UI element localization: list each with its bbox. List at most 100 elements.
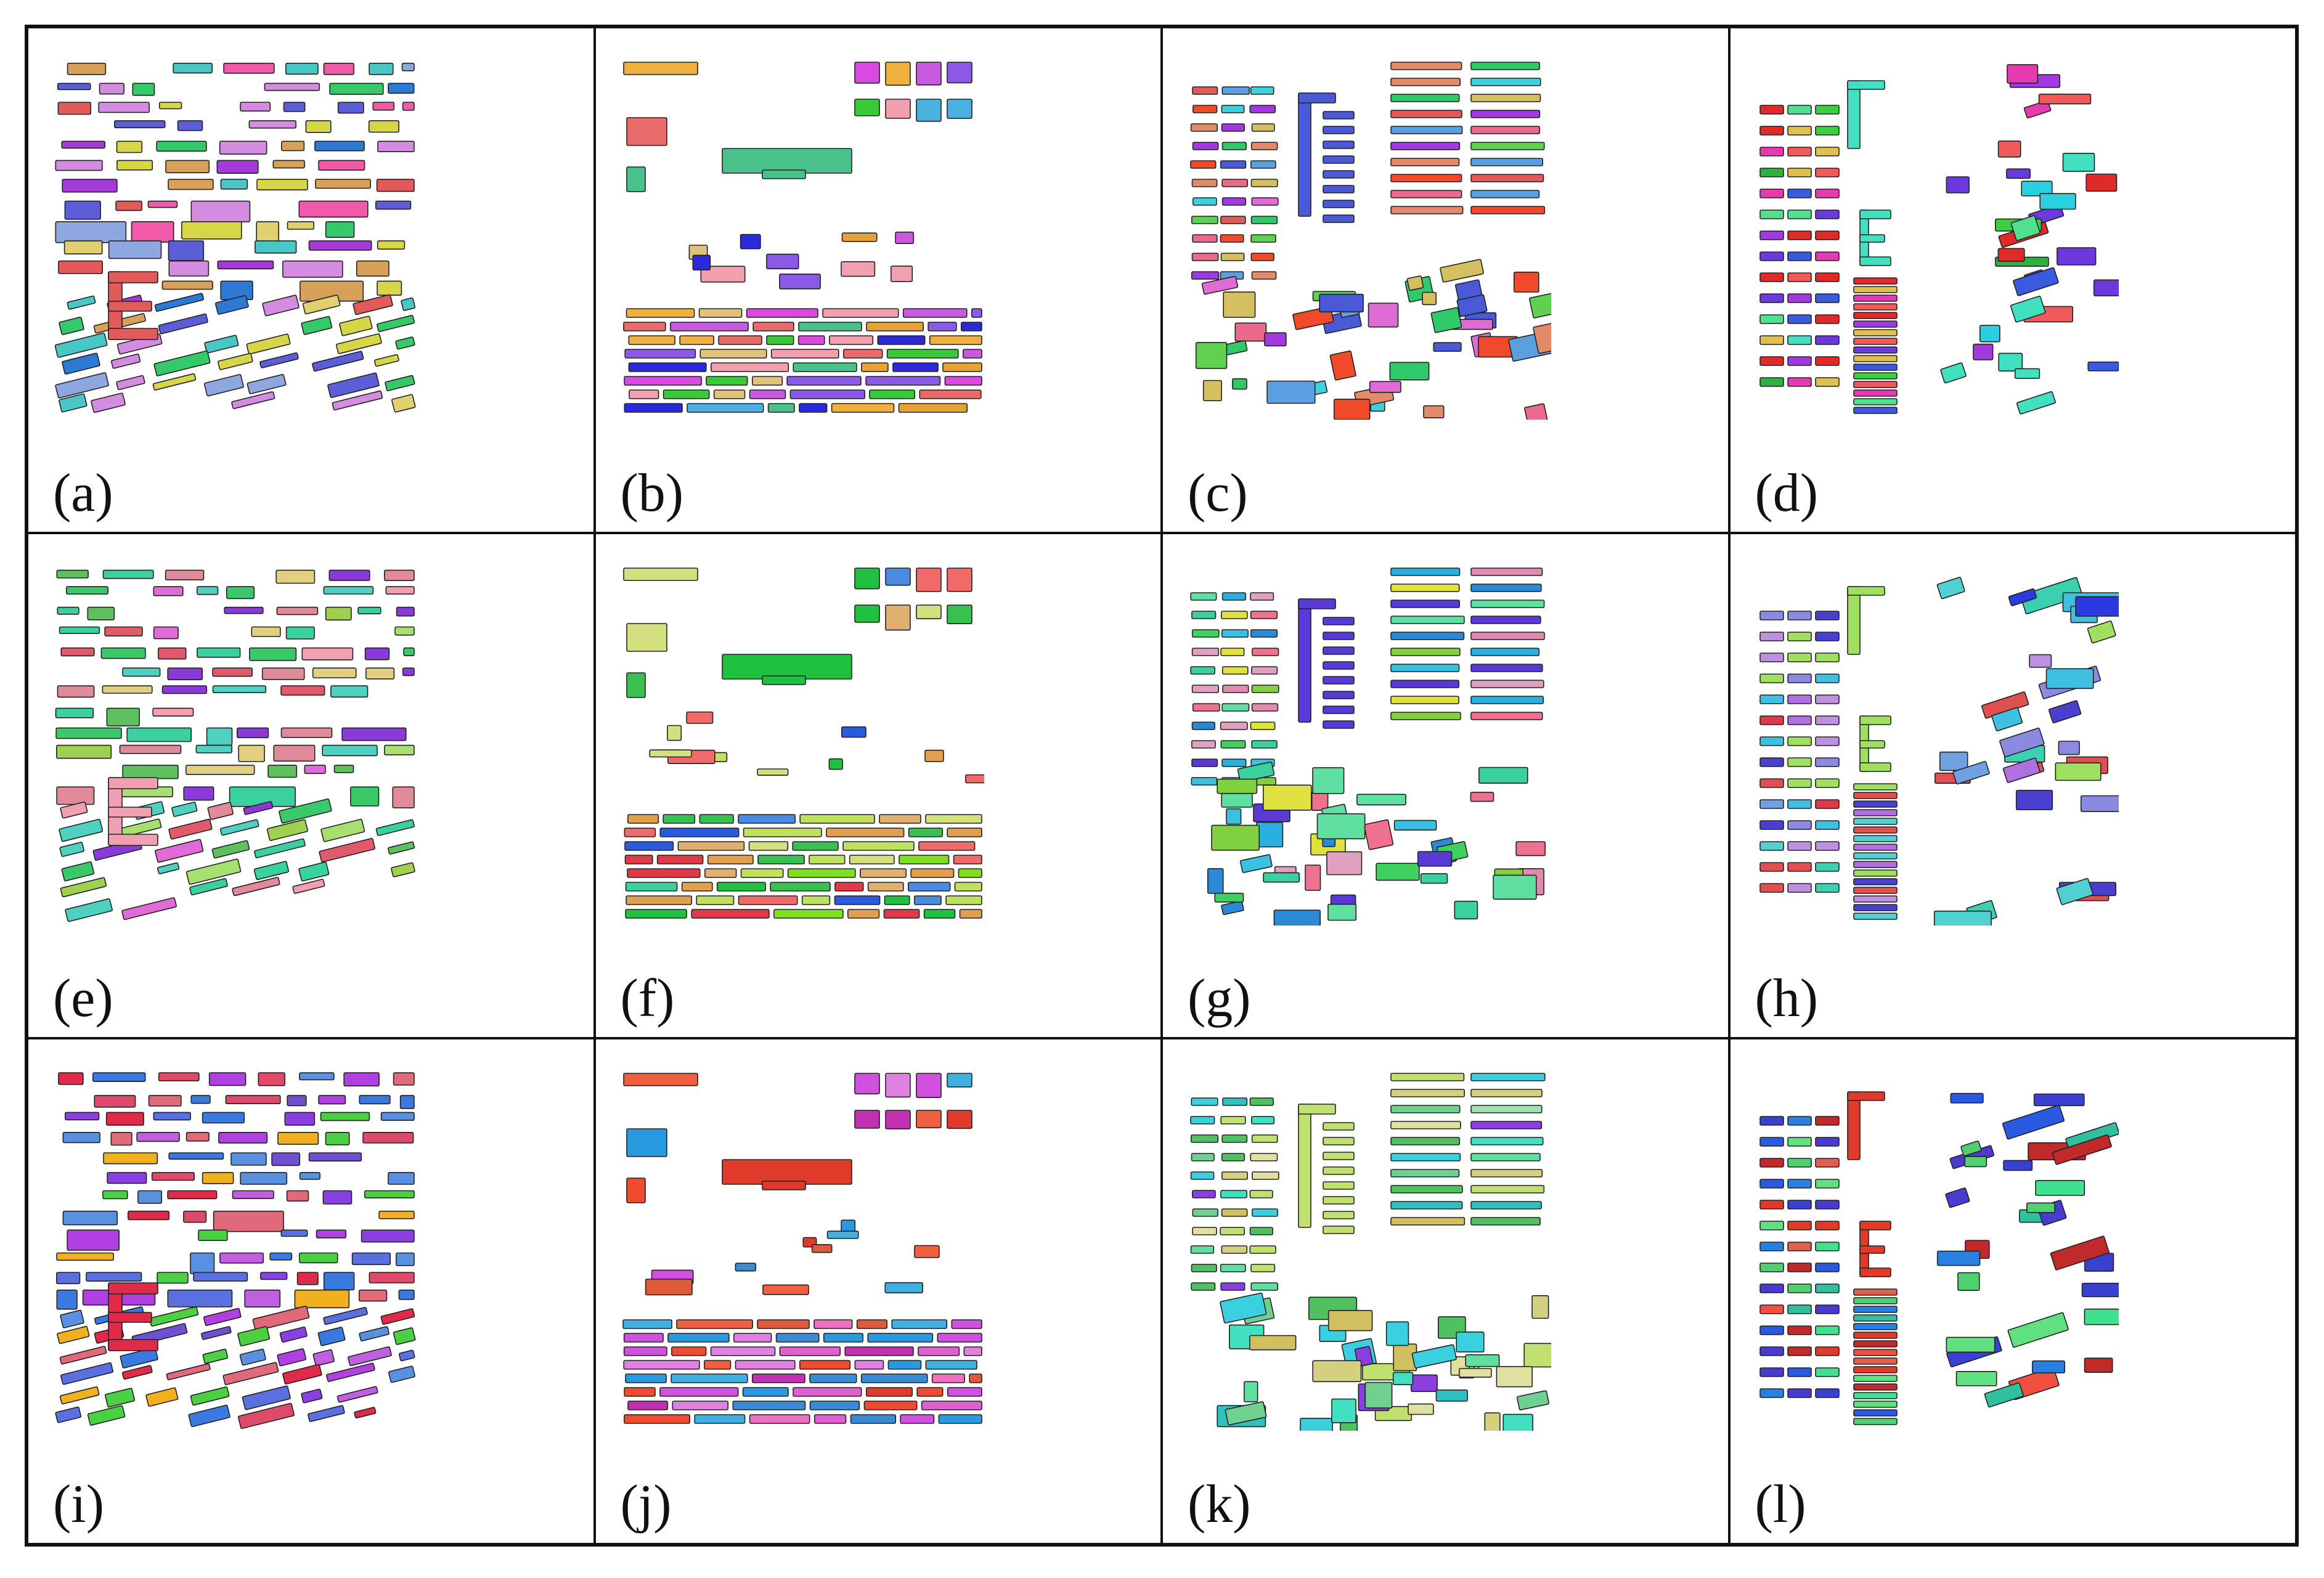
building-footprint [735,1263,756,1272]
building-footprint [1327,1310,1373,1332]
building-footprint [1470,1105,1543,1114]
building-footprint [186,764,255,775]
building-footprint [1406,275,1424,291]
building-footprint [1220,1293,1267,1324]
building-footprint [57,102,91,115]
footprint-svg [622,62,982,413]
building-footprint [232,1190,274,1200]
building-footprint [1814,168,1840,177]
building-footprint [850,1414,896,1425]
building-footprint [856,1319,887,1330]
building-footprint [104,1388,136,1408]
building-footprint [183,1211,207,1223]
building-footprint [1853,355,1898,362]
building-footprint [1853,277,1898,285]
building-footprint [287,1095,307,1107]
building-footprint [197,585,219,595]
building-footprint [1470,791,1494,802]
building-footprint [954,881,982,892]
building-footprint [913,895,942,905]
building-footprint [1192,234,1218,243]
building-footprint [296,1272,319,1285]
building-footprint [663,389,709,399]
building-footprint [626,1128,667,1158]
building-footprint [398,1290,415,1301]
building-footprint [947,1387,982,1397]
building-footprint [700,266,746,283]
panel-label: (h) [1755,969,1819,1029]
building-footprint [2058,740,2080,755]
building-footprint [1759,209,1784,219]
building-footprint [236,727,269,738]
building-footprint [325,221,355,238]
building-footprint [320,818,365,842]
building-footprint [1814,147,1840,157]
footprint-map [1188,56,1551,420]
building-footprint [891,1319,947,1330]
building-footprint [1390,695,1459,704]
building-footprint [1859,234,1885,243]
building-footprint [59,316,84,335]
building-footprint [261,667,305,680]
building-footprint [1787,1242,1812,1252]
building-footprint [1853,1314,1898,1322]
building-footprint [1249,1245,1276,1255]
building-footprint [1759,1388,1784,1399]
building-footprint [1787,1158,1812,1168]
building-footprint [1814,736,1840,746]
building-footprint [865,322,924,331]
building-footprint [721,653,852,680]
building-footprint [958,868,982,878]
building-footprint [1859,762,1891,772]
building-footprint [165,160,210,174]
building-footprint [55,1407,82,1423]
building-footprint [222,1362,279,1386]
building-footprint [377,280,402,296]
building-footprint [1417,850,1453,867]
footprint-map [53,562,417,925]
building-footprint [61,861,95,882]
building-footprint [218,1132,268,1144]
building-footprint [110,1132,133,1146]
building-footprint [2048,700,2081,723]
building-footprint [314,140,365,152]
building-footprint [625,895,692,905]
building-footprint [831,403,894,413]
building-footprint [1787,694,1812,704]
building-footprint [369,62,394,75]
building-footprint [1312,767,1345,794]
building-footprint [1214,892,1244,903]
building-footprint [107,1172,147,1184]
building-footprint [1250,179,1278,187]
building-footprint [177,120,203,131]
building-footprint [721,148,852,174]
building-footprint [883,908,919,919]
building-footprint [1814,356,1840,366]
building-footprint [388,1365,415,1383]
building-footprint [1853,320,1898,328]
building-footprint [1220,721,1248,730]
building-footprint [842,349,883,359]
building-footprint [892,362,939,372]
building-footprint [1329,350,1356,381]
building-footprint [217,260,274,270]
building-footprint [738,895,797,905]
building-footprint [968,1373,982,1384]
building-footprint [356,260,389,277]
building-footprint [1323,690,1355,699]
building-footprint [158,647,187,660]
building-footprint [1195,341,1228,369]
building-footprint [1251,702,1279,712]
footprint-map [1755,562,2119,925]
building-footprint [1939,362,1967,384]
footprint-map [1188,1067,1551,1431]
building-footprint [388,83,415,94]
building-footprint [248,120,296,129]
building-footprint [1787,820,1812,830]
building-footprint [842,840,915,851]
footprint-svg [622,567,984,919]
building-footprint [1191,271,1220,280]
building-footprint [168,260,210,277]
building-footprint [1190,1171,1215,1181]
building-footprint [58,260,104,274]
